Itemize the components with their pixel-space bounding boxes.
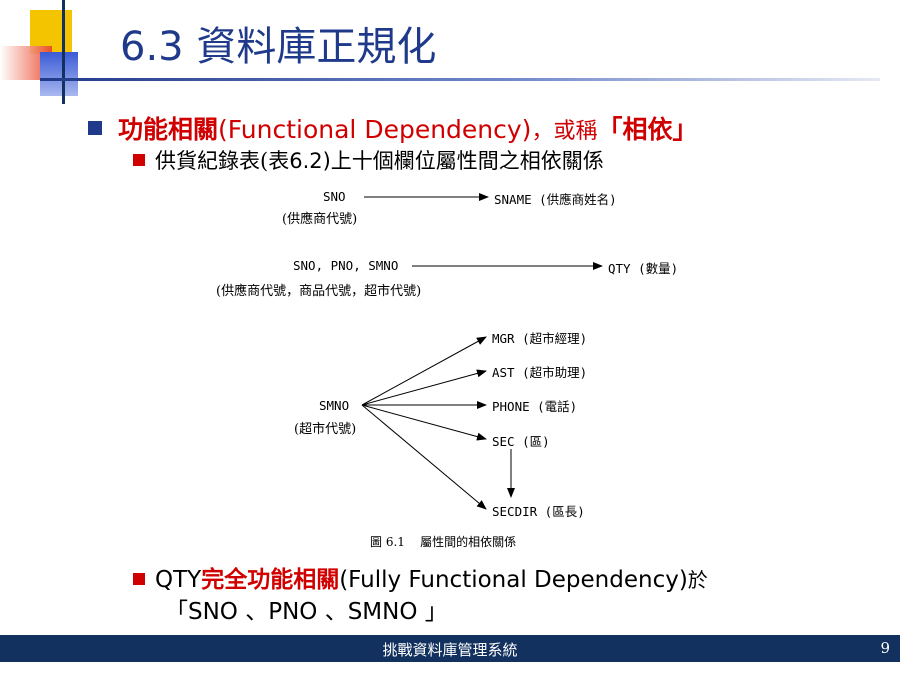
fig-sno-note: (供應商代號): [282, 212, 358, 227]
sub-bullet-table-dependencies: 供貨紀錄表(表6.2)上十個欄位屬性間之相依關係: [133, 145, 604, 175]
fig-mgr: MGR (超市經理): [492, 331, 588, 346]
red-square-bullet-icon: [133, 573, 145, 585]
deco-blue-square: [40, 52, 78, 96]
fig-ast: AST (超市助理): [492, 365, 588, 380]
term-functional-dependency: 功能相關: [118, 115, 219, 144]
key-list: 「SNO 、PNO 、SMNO 」: [165, 599, 448, 625]
sub-bullet-text-after: 上十個欄位屬性間之相依關係: [330, 149, 604, 173]
term-also-called: 或稱: [553, 119, 598, 144]
sub-bullet-text-before: 供貨紀錄表(表: [155, 149, 290, 173]
footer-bar: 挑戰資料庫管理系統 9: [0, 635, 900, 662]
title-underline: [40, 78, 880, 81]
qty-prefix: QTY: [155, 567, 202, 593]
fig-composite-note: (供應商代號，商品代號，超市代號): [216, 284, 422, 299]
footer-book-title: 挑戰資料庫管理系統: [382, 641, 518, 659]
arrow-smno-secdir: [361, 404, 487, 510]
deco-vertical-line: [62, 0, 65, 104]
term-separator: ，: [531, 119, 554, 144]
fig-qty: QTY (數量): [608, 261, 679, 276]
slide-title: 6.3 資料庫正規化: [120, 24, 437, 70]
arrow-smno-sec: [361, 404, 487, 441]
page-number: 9: [880, 639, 890, 657]
fig-smno: SMNO: [319, 398, 350, 413]
blue-square-bullet-icon: [88, 121, 102, 135]
term-fully-functional: 完全功能相關: [201, 566, 340, 593]
fig-smno-note: (超市代號): [294, 422, 357, 437]
fig-sec: SEC (區): [492, 434, 550, 449]
fig-sname: SNAME (供應商姓名): [494, 192, 617, 207]
fig-secdir: SECDIR (區長): [492, 504, 585, 519]
fig-composite-key: SNO, PNO, SMNO: [293, 258, 399, 273]
sub-bullet-fully-functional: QTY完全功能相關(Fully Functional Dependency)於: [133, 560, 708, 594]
figure-caption: 圖 6.1 屬性間的相依關係: [370, 535, 517, 549]
fig-sno: SNO: [323, 189, 346, 204]
arrow-smno-ast: [361, 369, 487, 406]
arrow-smno-mgr: [361, 336, 487, 406]
qty-suffix: 於: [687, 568, 708, 592]
fig-phone: PHONE (電話): [492, 399, 578, 414]
bullet-functional-dependency: 功能相關(Functional Dependency)，或稱「相依」: [88, 110, 697, 146]
sub-bullet-table-ref: 6.2): [289, 149, 331, 173]
term-english: (Functional Dependency): [218, 115, 532, 144]
red-square-bullet-icon: [133, 154, 145, 166]
corner-decoration: [0, 0, 110, 110]
term-alias: 「相依」: [597, 115, 698, 144]
term-fully-english: (Fully Functional Dependency): [339, 567, 688, 593]
